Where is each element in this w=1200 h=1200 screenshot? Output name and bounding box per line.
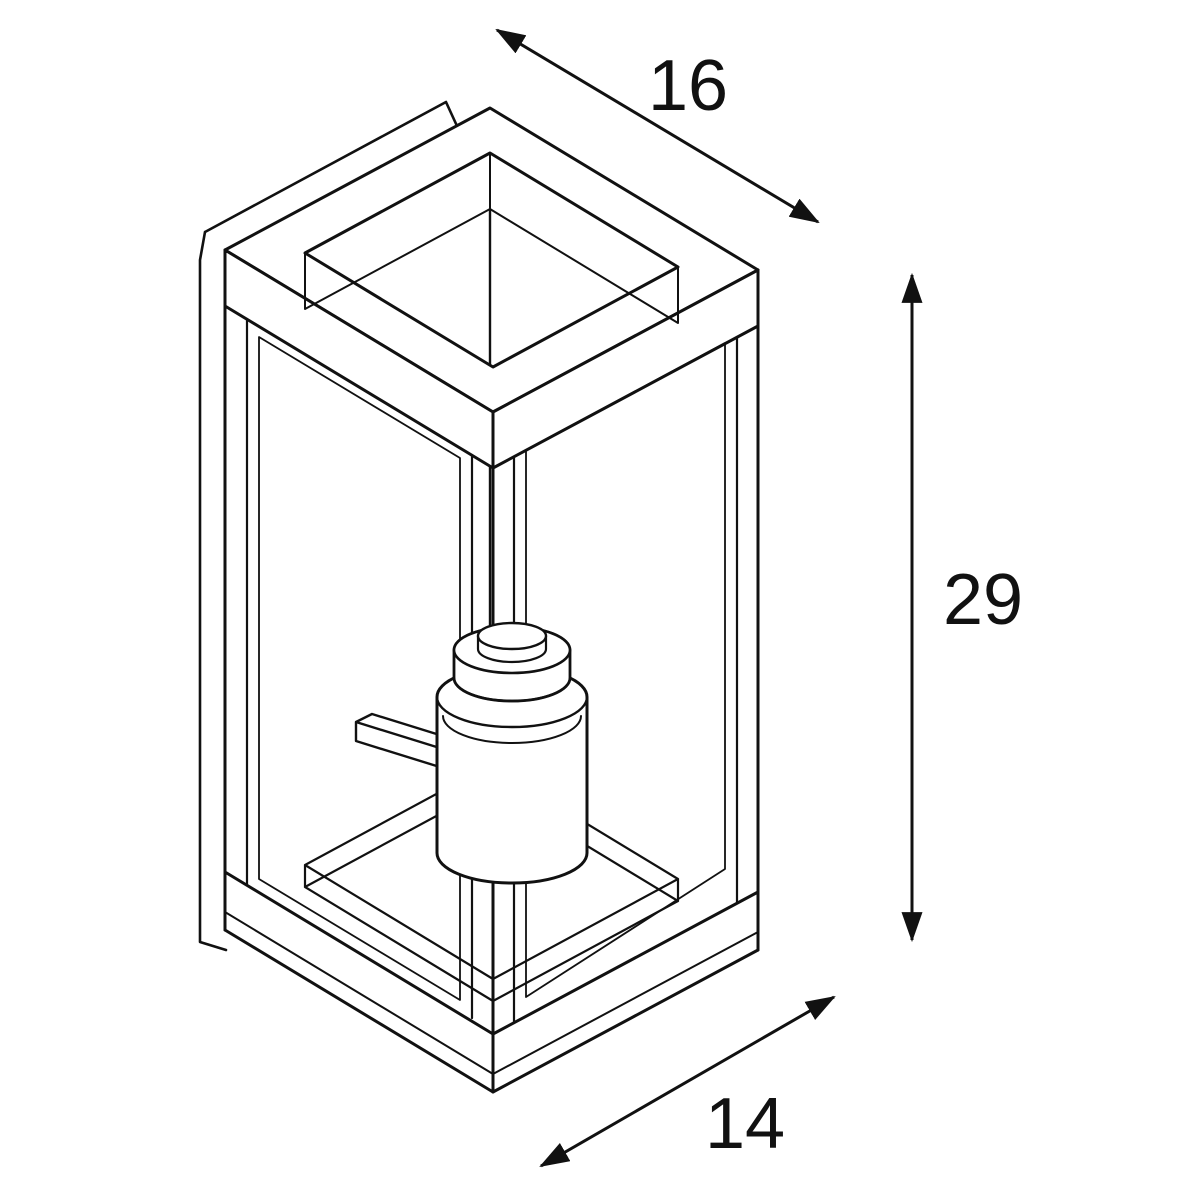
corner-posts-inner xyxy=(245,317,739,1025)
depth-dimension-arrow xyxy=(539,995,836,1168)
height-dimension-label: 29 xyxy=(943,560,1023,640)
depth-dimension: 14 xyxy=(539,995,836,1168)
socket-ring xyxy=(442,715,582,744)
socket-cap-rim xyxy=(452,676,572,703)
dimension-annotations: 16 29 14 xyxy=(495,28,1023,1168)
width-dimension: 16 xyxy=(495,28,820,224)
socket-top-step xyxy=(476,621,548,651)
lamp-drawing xyxy=(198,100,760,1094)
width-dimension-arrow xyxy=(495,28,820,224)
depth-dimension-label: 14 xyxy=(705,1084,785,1164)
width-dimension-label: 16 xyxy=(648,46,728,126)
height-dimension: 29 xyxy=(901,272,1023,943)
top-frame-inner-edges xyxy=(304,152,679,324)
mounting-plate-outline xyxy=(198,100,459,952)
lamp-socket xyxy=(435,621,589,885)
socket-shoulder-rim xyxy=(435,695,589,729)
